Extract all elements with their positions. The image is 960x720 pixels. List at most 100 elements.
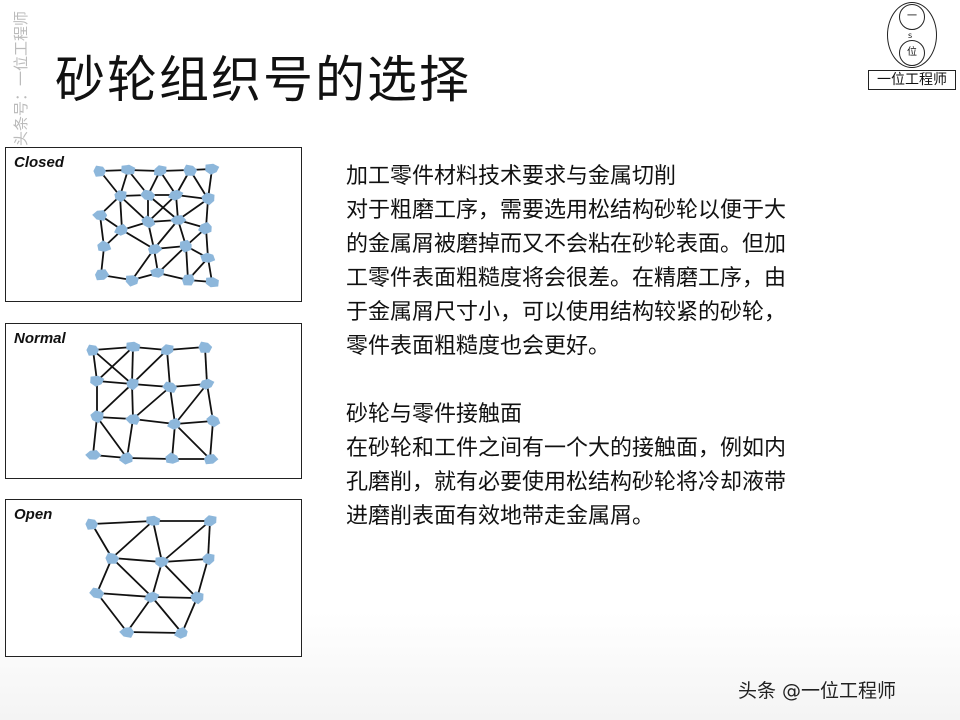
- bond-line: [147, 194, 177, 223]
- abrasive-grain: [201, 192, 215, 206]
- watermark: 头条号：一位工程师: [12, 10, 30, 146]
- paragraph-line: 进磨削表面有效地带走金属屑。: [346, 504, 655, 529]
- bond-line: [157, 245, 187, 274]
- abrasive-grain: [206, 414, 221, 428]
- bond-line: [169, 386, 176, 425]
- body-text: 加工零件材料技术要求与金属切削 对于粗磨工序，需要选用松结构砂轮以便于大 的金属…: [346, 160, 906, 534]
- bond-line: [126, 631, 183, 634]
- bond-line: [131, 383, 134, 420]
- abrasive-grain: [168, 189, 184, 201]
- bond-line: [126, 457, 173, 460]
- abrasive-grain: [119, 451, 133, 465]
- bond-line: [96, 346, 134, 382]
- abrasive-grain: [199, 378, 215, 390]
- bond-line: [126, 418, 134, 459]
- bond-line: [96, 592, 128, 633]
- paragraph-line: 的金属屑被磨掉而又不会粘在砂轮表面。但加: [346, 232, 787, 257]
- footer-credit: 头条 @一位工程师: [738, 680, 897, 702]
- abrasive-grain: [144, 591, 160, 603]
- section-heading: 砂轮与零件接触面: [346, 402, 523, 427]
- abrasive-grain: [174, 626, 188, 639]
- bond-line: [177, 198, 209, 221]
- bond-line: [121, 229, 155, 250]
- abrasive-grain: [93, 165, 106, 177]
- bond-line: [96, 557, 113, 594]
- bond-line: [196, 558, 209, 599]
- abrasive-grain: [125, 275, 139, 287]
- diagram-normal: Normal: [5, 323, 302, 479]
- diagram-closed: Closed: [5, 147, 302, 302]
- logo-bottom-circle: 位: [899, 40, 925, 66]
- abrasive-grain: [183, 164, 198, 176]
- bond-line: [96, 383, 133, 418]
- paragraph-line: 于金属屑尺寸小，可以使用结构较紧的砂轮，: [346, 300, 787, 325]
- paragraph-line: 工零件表面粗糙度将会很差。在精磨工序，由: [346, 266, 787, 291]
- bond-line: [131, 346, 134, 385]
- abrasive-grain: [150, 267, 165, 278]
- paragraph-line: 在砂轮和工件之间有一个大的接触面，例如内: [346, 436, 787, 461]
- abrasive-grain: [125, 414, 141, 425]
- abrasive-grain: [167, 417, 181, 430]
- abrasive-grain: [97, 240, 112, 252]
- bond-line: [161, 558, 209, 563]
- bond-line: [174, 420, 214, 425]
- abrasive-grain: [161, 344, 174, 356]
- abrasive-grain: [202, 553, 215, 566]
- logo: 一 s 位 一位工程师: [866, 2, 958, 92]
- bond-line: [174, 383, 208, 425]
- bond-line: [151, 561, 163, 598]
- open-structure-graphic: [85, 515, 217, 639]
- abrasive-grain: [126, 378, 139, 391]
- abrasive-grain: [179, 239, 192, 253]
- abrasive-grain: [140, 189, 156, 201]
- abrasive-grain: [119, 627, 135, 638]
- bond-line: [96, 416, 128, 459]
- abrasive-grain: [154, 165, 167, 177]
- abrasive-grain: [95, 269, 110, 281]
- diagram-label: Open: [14, 506, 53, 523]
- bond-line: [92, 416, 98, 456]
- paragraph-line: 孔磨削，就有必要使用松结构砂轮将冷却液带: [346, 470, 787, 495]
- bond-line: [209, 420, 214, 460]
- abrasive-grain: [121, 164, 136, 175]
- diagram-label: Normal: [14, 330, 66, 347]
- bond-line: [132, 418, 176, 425]
- abrasive-grain: [155, 556, 170, 568]
- bond-line: [126, 596, 153, 633]
- paragraph-line: 对于粗磨工序，需要选用松结构砂轮以便于大: [346, 198, 787, 223]
- abrasive-grain: [205, 163, 220, 175]
- bond-line: [207, 520, 211, 560]
- normal-structure-graphic: [85, 341, 221, 465]
- bond-line: [131, 349, 168, 385]
- bond-line: [111, 557, 163, 563]
- abrasive-grain: [200, 252, 216, 263]
- abrasive-grain: [148, 244, 163, 255]
- abrasive-grain: [126, 341, 141, 352]
- abrasive-grain: [114, 190, 127, 203]
- abrasive-grain: [85, 450, 102, 460]
- bond-line: [119, 195, 149, 223]
- diagram-open: Open: [5, 499, 302, 657]
- abrasive-grain: [170, 215, 187, 225]
- bond-line: [181, 597, 198, 634]
- bond-line: [91, 523, 113, 559]
- abrasive-grain: [205, 277, 219, 288]
- bond-line: [91, 520, 154, 525]
- bond-line: [152, 520, 163, 563]
- slide-title: 砂轮组织号的选择: [55, 51, 471, 109]
- bond-line: [153, 219, 179, 250]
- bond-line: [174, 423, 211, 460]
- abrasive-grain: [190, 591, 204, 605]
- bond-line: [171, 423, 176, 460]
- bond-line: [151, 596, 183, 634]
- abrasive-grain: [198, 341, 213, 353]
- bond-line: [111, 520, 154, 559]
- abrasive-grain: [141, 215, 156, 229]
- bond-line: [96, 592, 153, 598]
- logo-top-circle: 一: [899, 4, 925, 30]
- section-heading: 加工零件材料技术要求与金属切削: [346, 164, 677, 189]
- abrasive-grain: [85, 518, 98, 530]
- bond-line: [111, 557, 153, 598]
- bond-line: [161, 561, 198, 599]
